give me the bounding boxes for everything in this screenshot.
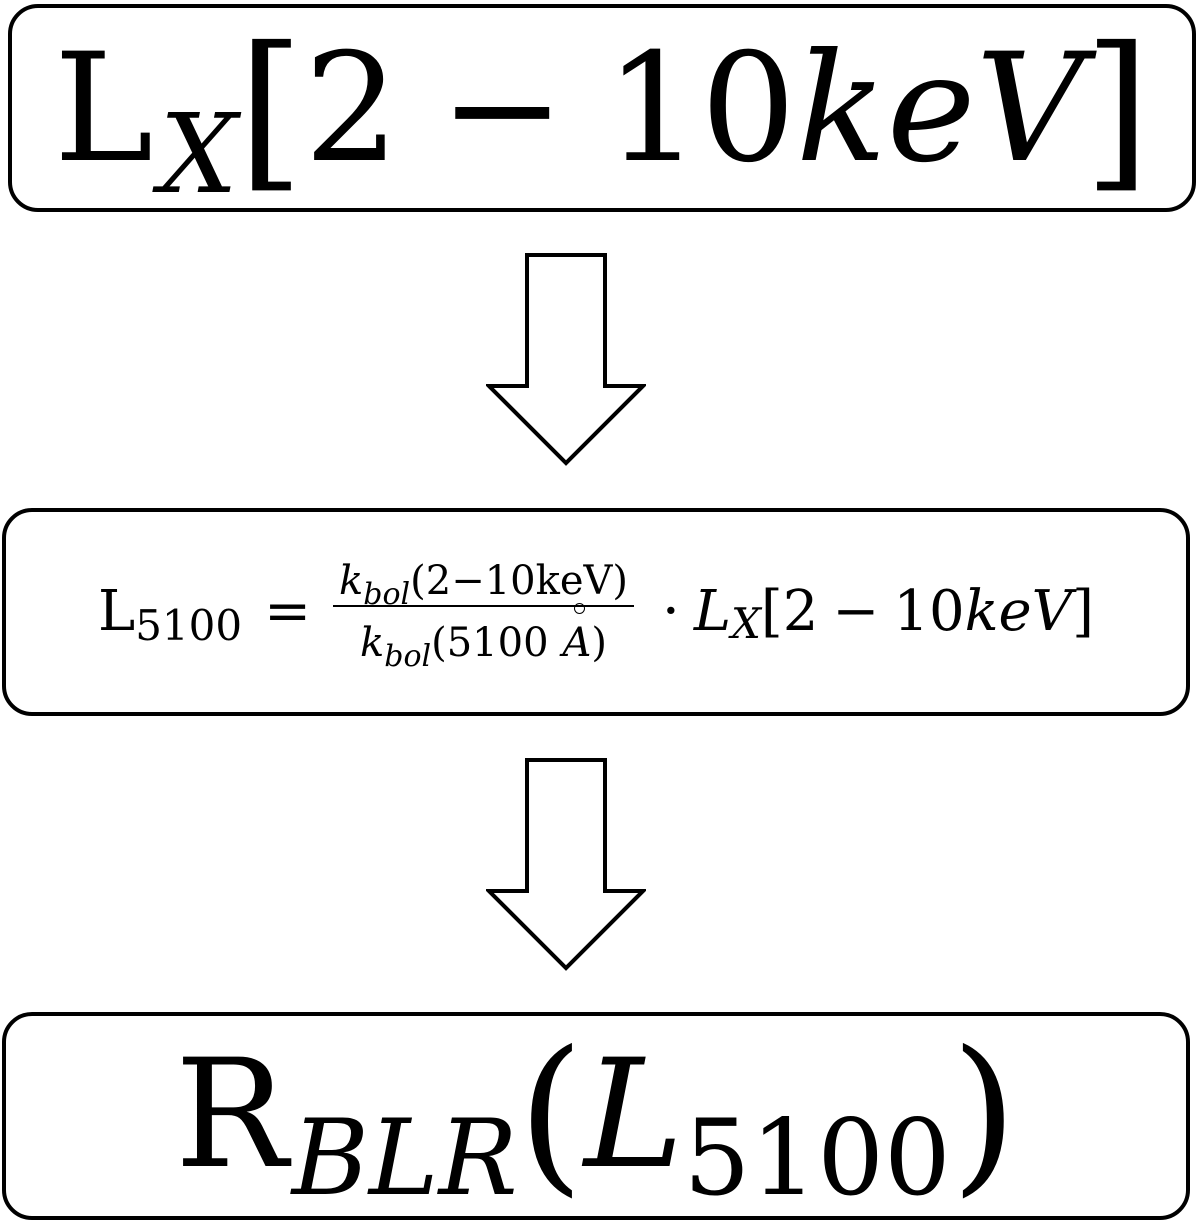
rhs-energy-unit: keV	[964, 579, 1073, 644]
rhs-luminosity-symbol: L	[693, 579, 732, 644]
rhs-energy-low: 2	[782, 579, 819, 644]
radius-subscript: BLR	[291, 1097, 518, 1219]
denominator-k: k	[360, 620, 385, 666]
numerator-k-subscript: bol	[363, 577, 411, 612]
luminosity-symbol: L	[53, 22, 154, 196]
down-arrow-icon	[486, 253, 646, 466]
denominator-close-paren: )	[591, 620, 608, 666]
energy-unit: keV	[795, 22, 1084, 196]
down-arrow-icon	[486, 758, 646, 971]
energy-low: 2	[303, 22, 400, 196]
rhs-energy-high: 10	[893, 579, 965, 644]
angstrom-unit: A	[562, 603, 592, 666]
fraction-numerator: kbol(2−10keV)	[333, 558, 635, 610]
blr-radius-box: RBLR(L5100)	[2, 1012, 1190, 1220]
open-paren: (	[517, 1015, 585, 1213]
rhs-close-bracket: ]	[1072, 579, 1094, 644]
numerator-argument: (2−10keV)	[410, 558, 629, 604]
radius-symbol: R	[174, 1028, 288, 1202]
rhs-luminosity-subscript: X	[731, 599, 761, 648]
numerator-k: k	[339, 558, 364, 604]
minus-sign: −	[439, 22, 566, 196]
argument-luminosity-subscript: 5100	[683, 1097, 951, 1219]
lhs-luminosity-symbol: L	[98, 579, 136, 644]
luminosity-subscript: X	[159, 90, 238, 218]
x-ray-luminosity-box: LX[2−10keV]	[8, 4, 1196, 212]
energy-high: 10	[605, 22, 796, 196]
multiply-dot: ·	[662, 579, 680, 644]
lhs-luminosity-subscript: 5100	[135, 601, 243, 650]
argument-luminosity-symbol: L	[584, 1028, 684, 1202]
blr-radius-formula: RBLR(L5100)	[175, 1023, 1017, 1211]
angstrom-letter: A	[562, 620, 592, 666]
close-paren: )	[950, 1015, 1018, 1213]
fraction-denominator: kbol(5100 A)	[354, 603, 613, 672]
denominator-k-subscript: bol	[384, 639, 432, 674]
denominator-argument: (5100	[431, 620, 549, 666]
open-bracket: [	[237, 11, 304, 209]
equals-sign: =	[264, 579, 312, 644]
x-ray-luminosity-formula: LX[2−10keV]	[54, 17, 1151, 209]
rhs-open-bracket: [	[760, 579, 783, 644]
rhs-minus-sign: −	[832, 579, 880, 644]
angstrom-ring-icon	[573, 603, 585, 614]
close-bracket: ]	[1083, 11, 1151, 209]
